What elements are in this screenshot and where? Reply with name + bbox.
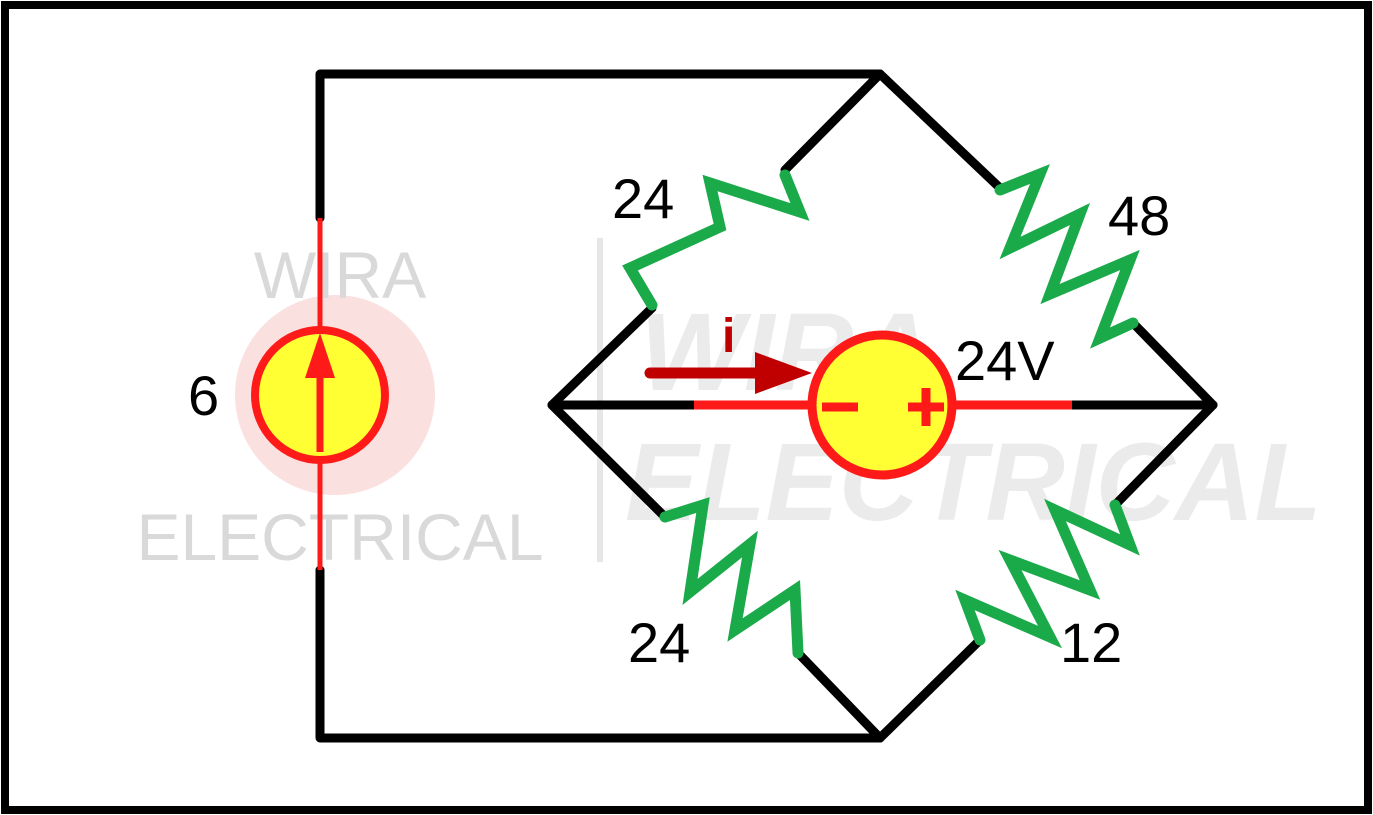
wire-right-to-r4 [1110,400,1218,510]
wire-top-left [315,69,885,223]
wires [315,69,1218,743]
resistors [622,164,1140,659]
vs-value-text: 24V [955,329,1055,392]
watermark-right: WIRA ELECTRICAL [625,291,1322,544]
wire-left-to-r1 [547,303,657,410]
resistor-top-right [994,164,1140,349]
cs-arrow-head-icon [305,333,335,378]
resistor-top-right-label: 48 [1108,184,1170,247]
wire-top-to-r1 [780,69,885,175]
wire-bottom-left [315,565,885,743]
resistor-bottom-left-label: 24 [628,611,690,674]
cs-value-label: 6 [188,364,219,427]
wire-right-to-r2 [1128,318,1218,410]
voltage-source: 24V [807,329,1055,480]
watermark-right-bottom: ELECTRICAL [625,421,1322,544]
vs-body [807,330,957,480]
current-source: 6 [188,218,389,570]
vs-value-label: 24V [955,329,1055,392]
wire-top-to-r2 [875,69,1005,193]
wire-bottom-to-r3 [793,648,885,743]
resistor-bottom-left [659,497,804,659]
current-arrow-head-icon [755,352,812,394]
wire-bottom-to-r4 [875,635,985,743]
watermark-left-top: WIRA [254,238,426,312]
watermark-left-bottom: ELECTRICAL [136,500,543,574]
wire-left-to-r3 [547,400,670,522]
resistor-bottom-right [955,498,1140,649]
resistor-top-left-label: 24 [612,167,674,230]
resistor-bottom-right-label: 12 [1060,611,1122,674]
current-arrow: i [644,310,812,394]
current-label: i [722,310,735,363]
resistor-top-left [622,169,810,311]
